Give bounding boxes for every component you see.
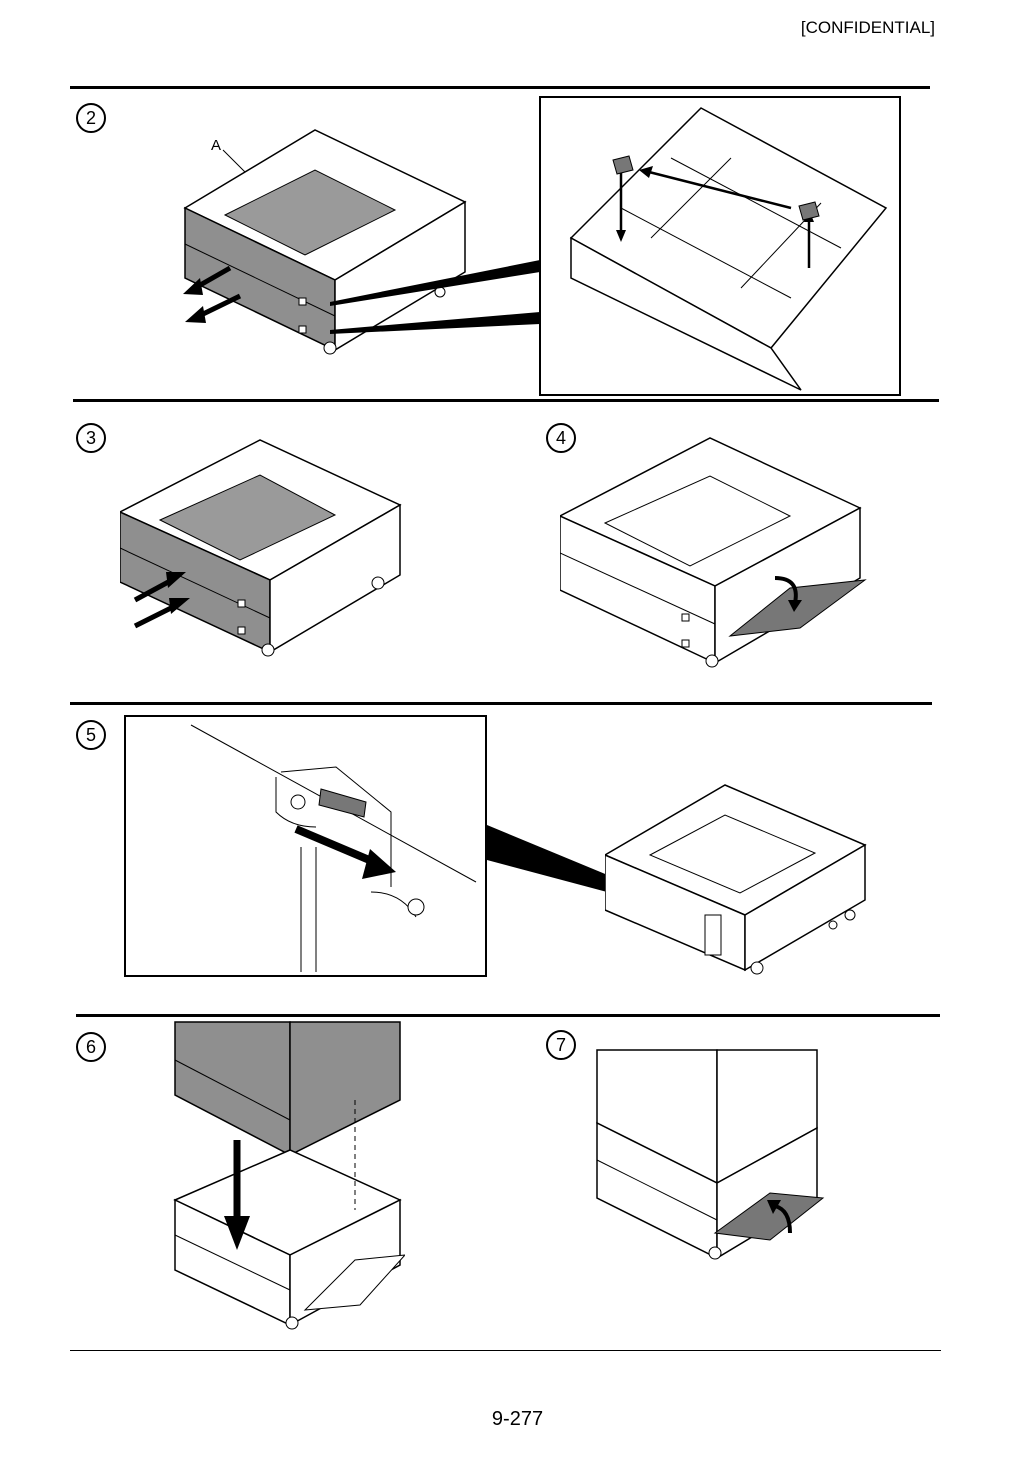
step-3-feeder-illustration (120, 430, 410, 660)
step-5-marker: 5 (76, 720, 106, 750)
step-4-feeder-illustration (560, 428, 870, 673)
section-rule-3 (70, 702, 932, 705)
step-4-marker: 4 (546, 423, 576, 453)
step-2-inset-frame (539, 96, 901, 396)
section-rule-1 (70, 86, 930, 89)
confidential-label: [CONFIDENTIAL] (800, 18, 935, 37)
step-2-marker: 2 (76, 103, 106, 133)
step-6-marker: 6 (76, 1032, 106, 1062)
step-5-feeder-illustration (605, 775, 870, 980)
page-number: 9-277 (491, 1408, 544, 1430)
step-7-assembled-illustration (595, 1048, 825, 1263)
step-3-marker: 3 (76, 423, 106, 453)
section-rule-4 (76, 1014, 940, 1017)
step-5-inset-frame (124, 715, 487, 977)
step-2-feeder-illustration (175, 120, 475, 360)
callout-a: A (211, 137, 222, 154)
step-6-mfp-lowering-illustration (170, 1020, 405, 1330)
step-7-marker: 7 (546, 1030, 576, 1060)
footer-rule (70, 1350, 941, 1351)
step-2-leader-lines (330, 260, 540, 334)
section-rule-2 (73, 399, 939, 402)
